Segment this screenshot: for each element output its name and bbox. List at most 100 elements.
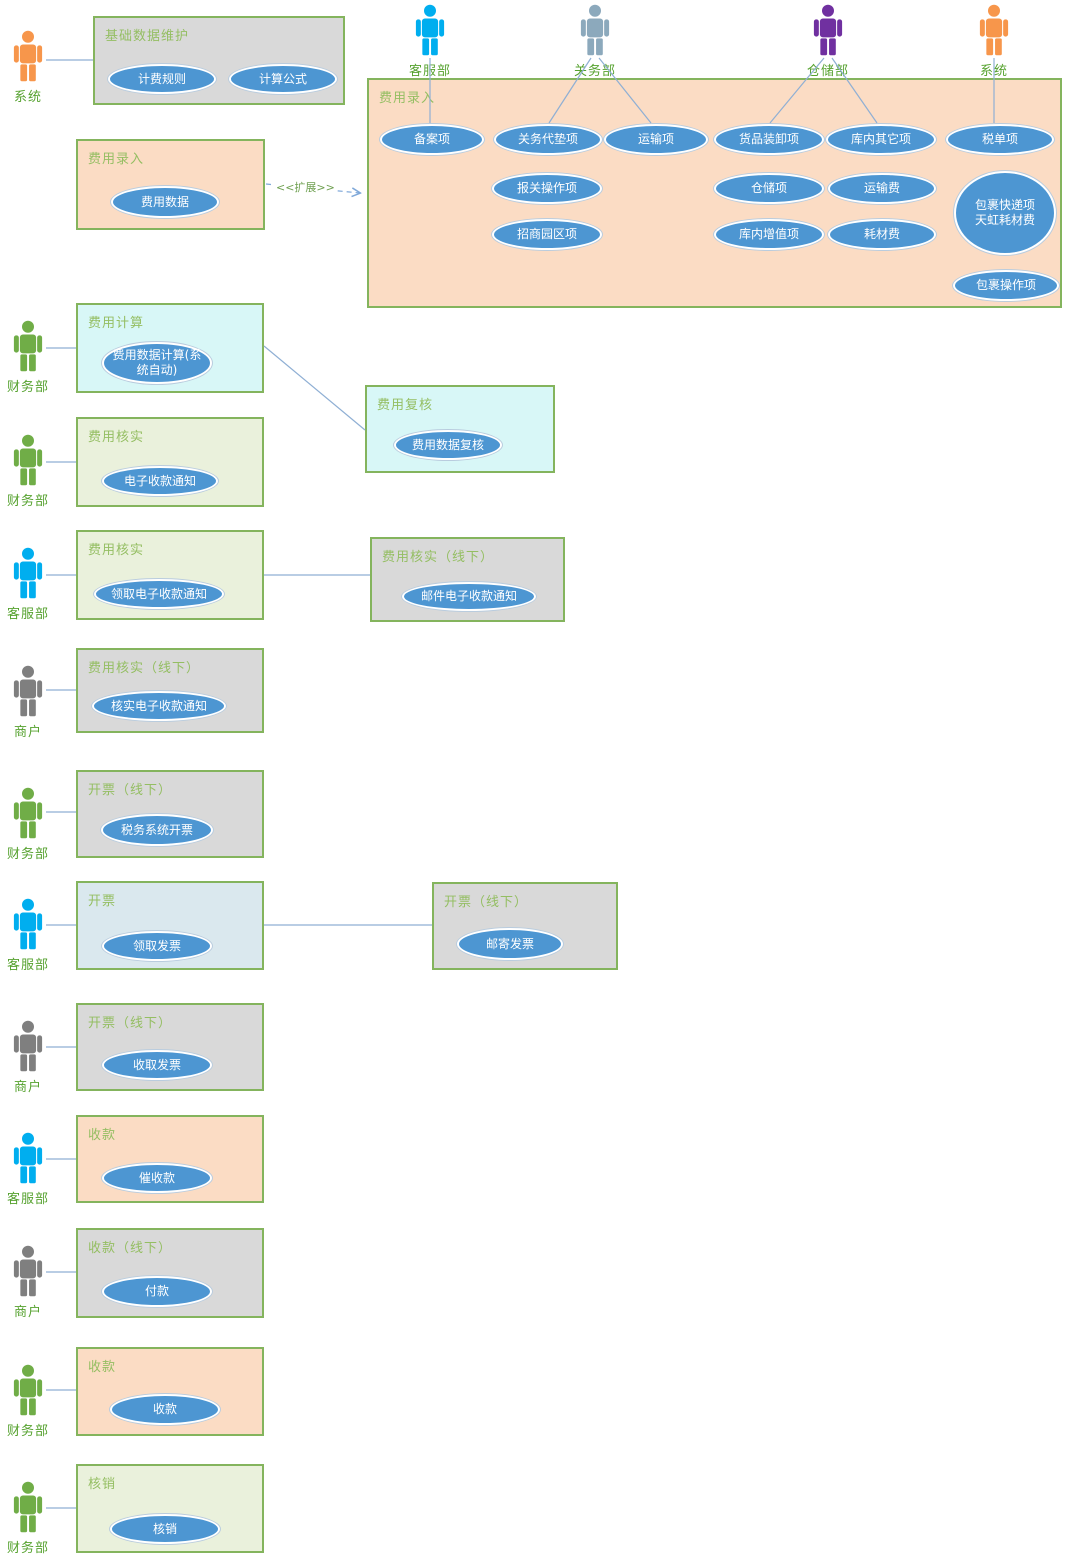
usecase-label: 计算公式	[258, 71, 307, 86]
package-fee-verify-offline-linked[interactable]: 费用核实（线下） 邮件电子收款通知	[370, 537, 565, 622]
package-title: 费用复核	[377, 398, 434, 413]
usecase-tax-system-invoicing[interactable]: 税务系统开票	[101, 814, 213, 846]
connector-calc-review	[263, 345, 366, 431]
package-fee-verify-cs[interactable]: 费用核实 领取电子收款通知	[76, 530, 264, 620]
usecase-label: 电子收款通知	[123, 473, 196, 488]
actor-system-left[interactable]: 系统	[6, 28, 50, 105]
usecase-label: 收款	[152, 1402, 177, 1416]
package-fee-entry-small[interactable]: 费用录入 费用数据	[76, 139, 265, 230]
actor-finance-row0[interactable]: 财务部	[6, 318, 50, 395]
package-title: 基础数据维护	[105, 29, 190, 44]
usecase-fee-data[interactable]: 费用数据	[111, 186, 219, 218]
usecase-label: 费用数据	[140, 194, 189, 209]
package-invoicing[interactable]: 开票 领取发票	[76, 881, 264, 970]
actor-label: 财务部	[6, 847, 49, 862]
actor-finance-row10[interactable]: 财务部	[6, 1479, 50, 1556]
package-title: 费用计算	[88, 316, 145, 331]
usecase-cargo-loading-item[interactable]: 货品装卸项	[714, 124, 824, 155]
person-icon	[13, 320, 43, 372]
usecase-transport-fee[interactable]: 运输费	[828, 173, 936, 204]
usecase-label: 货品装卸项	[738, 132, 799, 146]
actor-customer-service-row5[interactable]: 客服部	[6, 896, 50, 973]
package-fee-calculation[interactable]: 费用计算 费用数据计算(系统自动)	[76, 303, 264, 393]
actor-finance-row1[interactable]: 财务部	[6, 432, 50, 509]
person-icon	[13, 1245, 43, 1297]
actor-finance-row4[interactable]: 财务部	[6, 785, 50, 862]
actor-merchant-row8[interactable]: 商户	[6, 1243, 50, 1320]
person-icon	[415, 4, 445, 56]
package-title: 收款	[88, 1128, 117, 1143]
usecase-calculation-formula[interactable]: 计算公式	[229, 64, 337, 94]
package-title: 开票（线下）	[88, 1016, 173, 1031]
usecase-customs-advance-item[interactable]: 关务代垫项	[494, 124, 602, 155]
usecase-storage-item[interactable]: 仓储项	[714, 173, 824, 204]
package-fee-verify-offline-merchant[interactable]: 费用核实（线下） 核实电子收款通知	[76, 648, 264, 733]
usecase-label: 邮寄发票	[485, 936, 534, 951]
usecase-transport-item[interactable]: 运输项	[604, 124, 708, 155]
usecase-label: 库内其它项	[850, 132, 911, 146]
usecase-fee-data-review[interactable]: 费用数据复核	[394, 430, 502, 460]
person-icon	[813, 4, 843, 56]
usecase-pay[interactable]: 付款	[102, 1276, 212, 1307]
usecase-mail-invoice[interactable]: 邮寄发票	[457, 928, 563, 960]
package-collection-cs[interactable]: 收款 催收款	[76, 1115, 264, 1203]
actor-warehouse-dept[interactable]: 仓储部	[806, 2, 850, 79]
usecase-label: 报关操作项	[516, 181, 577, 195]
usecase-parcel-express-item[interactable]: 包裹快递项 天虹耗材费	[954, 171, 1056, 255]
actor-label: 客服部	[6, 958, 49, 973]
usecase-filing-item[interactable]: 备案项	[380, 124, 484, 155]
usecase-label: 领取发票	[132, 938, 181, 953]
actor-merchant-row6[interactable]: 商户	[6, 1018, 50, 1095]
usecase-fee-data-auto-calculation[interactable]: 费用数据计算(系统自动)	[102, 342, 212, 384]
usecase-label: 计费规则	[137, 71, 186, 86]
usecase-label: 库内增值项	[738, 227, 799, 241]
actor-system-top[interactable]: 系统	[972, 2, 1016, 79]
package-title: 费用录入	[88, 152, 145, 167]
usecase-receive-invoice[interactable]: 领取发票	[102, 931, 212, 961]
usecase-customs-operation-item[interactable]: 报关操作项	[492, 173, 602, 204]
actor-customer-service-row7[interactable]: 客服部	[6, 1130, 50, 1207]
actor-merchant-row3[interactable]: 商户	[6, 663, 50, 740]
usecase-e-payment-notice[interactable]: 电子收款通知	[102, 466, 218, 496]
usecase-receive-payment[interactable]: 收款	[110, 1394, 220, 1425]
usecase-label: 费用数据复核	[411, 437, 484, 452]
package-fee-verify-finance[interactable]: 费用核实 电子收款通知	[76, 417, 264, 507]
usecase-mail-e-payment-notice[interactable]: 邮件电子收款通知	[402, 582, 536, 611]
actor-customer-service-top[interactable]: 客服部	[408, 2, 452, 79]
package-fee-entry[interactable]: 费用录入 备案项 关务代垫项 运输项 货品装卸项 库内其它项 税单项 报关操作项…	[367, 78, 1062, 308]
actor-customer-service-row2[interactable]: 客服部	[6, 545, 50, 622]
usecase-verify-e-payment-notice[interactable]: 核实电子收款通知	[92, 691, 226, 721]
package-base-data[interactable]: 基础数据维护 计费规则 计算公式	[93, 16, 345, 105]
actor-customs-dept[interactable]: 关务部	[573, 2, 617, 79]
actor-label: 商户	[13, 1305, 42, 1320]
person-icon	[979, 4, 1009, 56]
package-fee-review[interactable]: 费用复核 费用数据复核	[365, 385, 555, 473]
usecase-write-off[interactable]: 核销	[110, 1514, 220, 1544]
package-collection-offline[interactable]: 收款（线下） 付款	[76, 1228, 264, 1318]
usecase-consumables-fee[interactable]: 耗材费	[828, 219, 936, 250]
usecase-billing-rules[interactable]: 计费规则	[108, 64, 216, 94]
person-icon	[13, 1481, 43, 1533]
usecase-warehouse-other-item[interactable]: 库内其它项	[826, 124, 936, 155]
package-invoicing-offline-merchant[interactable]: 开票（线下） 收取发票	[76, 1003, 264, 1091]
person-icon	[13, 665, 43, 717]
package-title: 费用核实	[88, 430, 145, 445]
usecase-label: 耗材费	[863, 227, 900, 241]
usecase-collect-invoice[interactable]: 收取发票	[102, 1050, 212, 1080]
package-invoicing-offline-linked[interactable]: 开票（线下） 邮寄发票	[432, 882, 618, 970]
actor-label: 客服部	[408, 64, 451, 79]
usecase-label: 核实电子收款通知	[110, 698, 207, 713]
actor-label: 财务部	[6, 1424, 49, 1439]
usecase-business-park-item[interactable]: 招商园区项	[492, 219, 602, 250]
actor-label: 仓储部	[806, 64, 849, 79]
package-collection-finance[interactable]: 收款 收款	[76, 1347, 264, 1436]
package-write-off[interactable]: 核销 核销	[76, 1464, 264, 1553]
actor-finance-row9[interactable]: 财务部	[6, 1362, 50, 1439]
package-invoicing-offline-finance[interactable]: 开票（线下） 税务系统开票	[76, 770, 264, 858]
usecase-payment-reminder[interactable]: 催收款	[102, 1163, 212, 1193]
usecase-warehouse-value-added-item[interactable]: 库内增值项	[714, 219, 824, 250]
usecase-receive-e-payment-notice[interactable]: 领取电子收款通知	[94, 579, 224, 609]
usecase-label: 运输项	[637, 132, 674, 146]
usecase-tax-bill-item[interactable]: 税单项	[946, 124, 1054, 155]
usecase-parcel-operation-item[interactable]: 包裹操作项	[953, 270, 1059, 301]
